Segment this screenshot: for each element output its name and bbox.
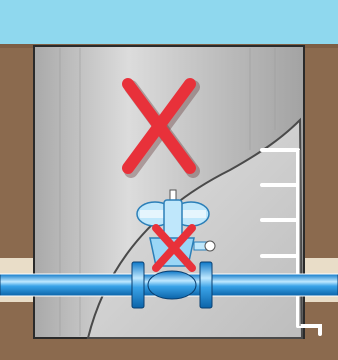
ladder-icon: [260, 148, 322, 336]
pipe-flanges: [131, 261, 213, 309]
sky-band: [0, 0, 338, 46]
small-red-x-icon: [152, 224, 196, 272]
large-red-x-icon: [122, 78, 200, 178]
